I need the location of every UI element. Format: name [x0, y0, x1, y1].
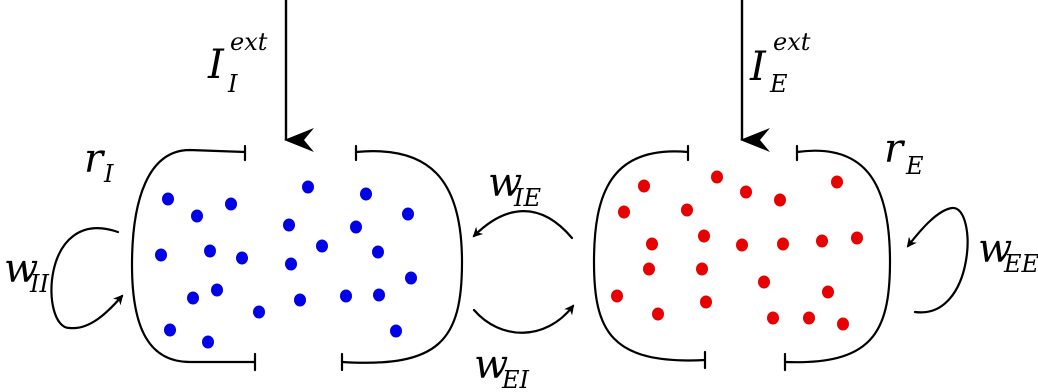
label-rate-excitatory: r	[884, 126, 906, 172]
inhibitory-neuron-dot	[162, 192, 174, 206]
label-w-ee-sub: EE	[1003, 250, 1038, 278]
inhibitory-neuron-dot	[350, 220, 362, 234]
label-ext-input-excitatory: I	[749, 44, 767, 90]
inhibitory-left-bracket	[130, 148, 257, 364]
inhibitory-neurons	[155, 180, 417, 349]
excitatory-neuron-dot	[700, 295, 712, 309]
excitatory-neuron-dot	[803, 311, 815, 325]
label-rate-excitatory-sub: E	[905, 152, 924, 180]
excitatory-neuron-dot	[758, 275, 770, 289]
inhibitory-neuron-dot	[405, 271, 417, 285]
excitatory-neuron-dot	[831, 175, 843, 189]
inhibitory-neuron-dot	[211, 283, 223, 297]
inhibitory-neuron-dot	[402, 207, 414, 221]
excitatory-neuron-dot	[740, 185, 752, 199]
inhibitory-neuron-dot	[360, 187, 372, 201]
inhibitory-neuron-dot	[373, 288, 385, 302]
w-ee-self-loop	[906, 206, 969, 314]
label-w-ee: w	[978, 226, 1012, 272]
excitatory-neuron-dot	[646, 237, 658, 251]
label-w-ei: w	[474, 342, 508, 388]
inhibitory-neuron-dot	[316, 239, 328, 253]
excitatory-neuron-dot	[816, 234, 828, 248]
inhibitory-neuron-dot	[202, 335, 214, 349]
label-ext-input-inhibitory-sup: ext	[230, 28, 268, 56]
inhibitory-neuron-dot	[372, 245, 384, 259]
w-ie-arrow	[472, 210, 574, 240]
inhibitory-neuron-dot	[285, 257, 297, 271]
excitatory-neuron-dot	[696, 262, 708, 276]
excitatory-neuron-dot	[736, 238, 748, 252]
excitatory-neuron-dot	[643, 262, 655, 276]
label-w-ie-sub: IE	[513, 184, 541, 212]
label-rate-inhibitory-sub: I	[103, 160, 114, 188]
w-ii-self-loop	[50, 227, 124, 330]
excitatory-neuron-dot	[681, 203, 693, 217]
excitatory-neuron-dot	[822, 285, 834, 299]
inhibitory-neuron-dot	[302, 180, 314, 194]
label-w-ii-sub: II	[29, 270, 49, 298]
inhibitory-neuron-dot	[225, 197, 237, 211]
label-ext-input-excitatory-sup: ext	[773, 28, 811, 56]
excitatory-neuron-dot	[652, 307, 664, 321]
excitatory-neuron-dot	[851, 231, 863, 245]
inhibitory-neuron-dot	[204, 244, 216, 258]
label-ext-input-inhibitory: I	[207, 42, 225, 88]
inhibitory-neuron-dot	[191, 209, 203, 223]
inhibitory-neuron-dot	[187, 291, 199, 305]
excitatory-neuron-dot	[638, 179, 650, 193]
excitatory-neuron-dot	[611, 289, 623, 303]
excitatory-left-bracket	[592, 150, 707, 362]
inhibitory-neuron-dot	[390, 324, 402, 338]
inhibitory-right-bracket	[340, 150, 464, 364]
excitatory-neuron-dot	[711, 170, 723, 184]
inhibitory-population	[130, 144, 464, 372]
excitatory-right-bracket	[783, 149, 892, 364]
label-w-ei-sub: EI	[501, 366, 530, 392]
label-w-ii: w	[4, 246, 38, 292]
inhibitory-neuron-dot	[253, 305, 265, 319]
excitatory-neuron-dot	[767, 311, 779, 325]
inhibitory-neuron-dot	[155, 248, 167, 262]
label-rate-inhibitory: r	[84, 136, 106, 182]
inhibitory-neuron-dot	[164, 323, 176, 337]
w-ei-arrow	[472, 304, 575, 334]
inhibitory-neuron-dot	[236, 251, 248, 265]
excitatory-neuron-dot	[618, 205, 630, 219]
inhibitory-neuron-dot	[294, 293, 306, 307]
inhibitory-neuron-dot	[340, 289, 352, 303]
excitatory-population	[592, 144, 892, 372]
excitatory-neuron-dot	[698, 229, 710, 243]
excitatory-neuron-dot	[837, 317, 849, 331]
excitatory-neurons	[611, 170, 863, 331]
label-w-ie: w	[488, 160, 522, 206]
label-ext-input-excitatory-sub: E	[769, 70, 788, 98]
inhibitory-neuron-dot	[283, 218, 295, 232]
label-ext-input-inhibitory-sub: I	[227, 70, 238, 98]
excitatory-neuron-dot	[774, 193, 786, 207]
excitatory-neuron-dot	[777, 237, 789, 251]
